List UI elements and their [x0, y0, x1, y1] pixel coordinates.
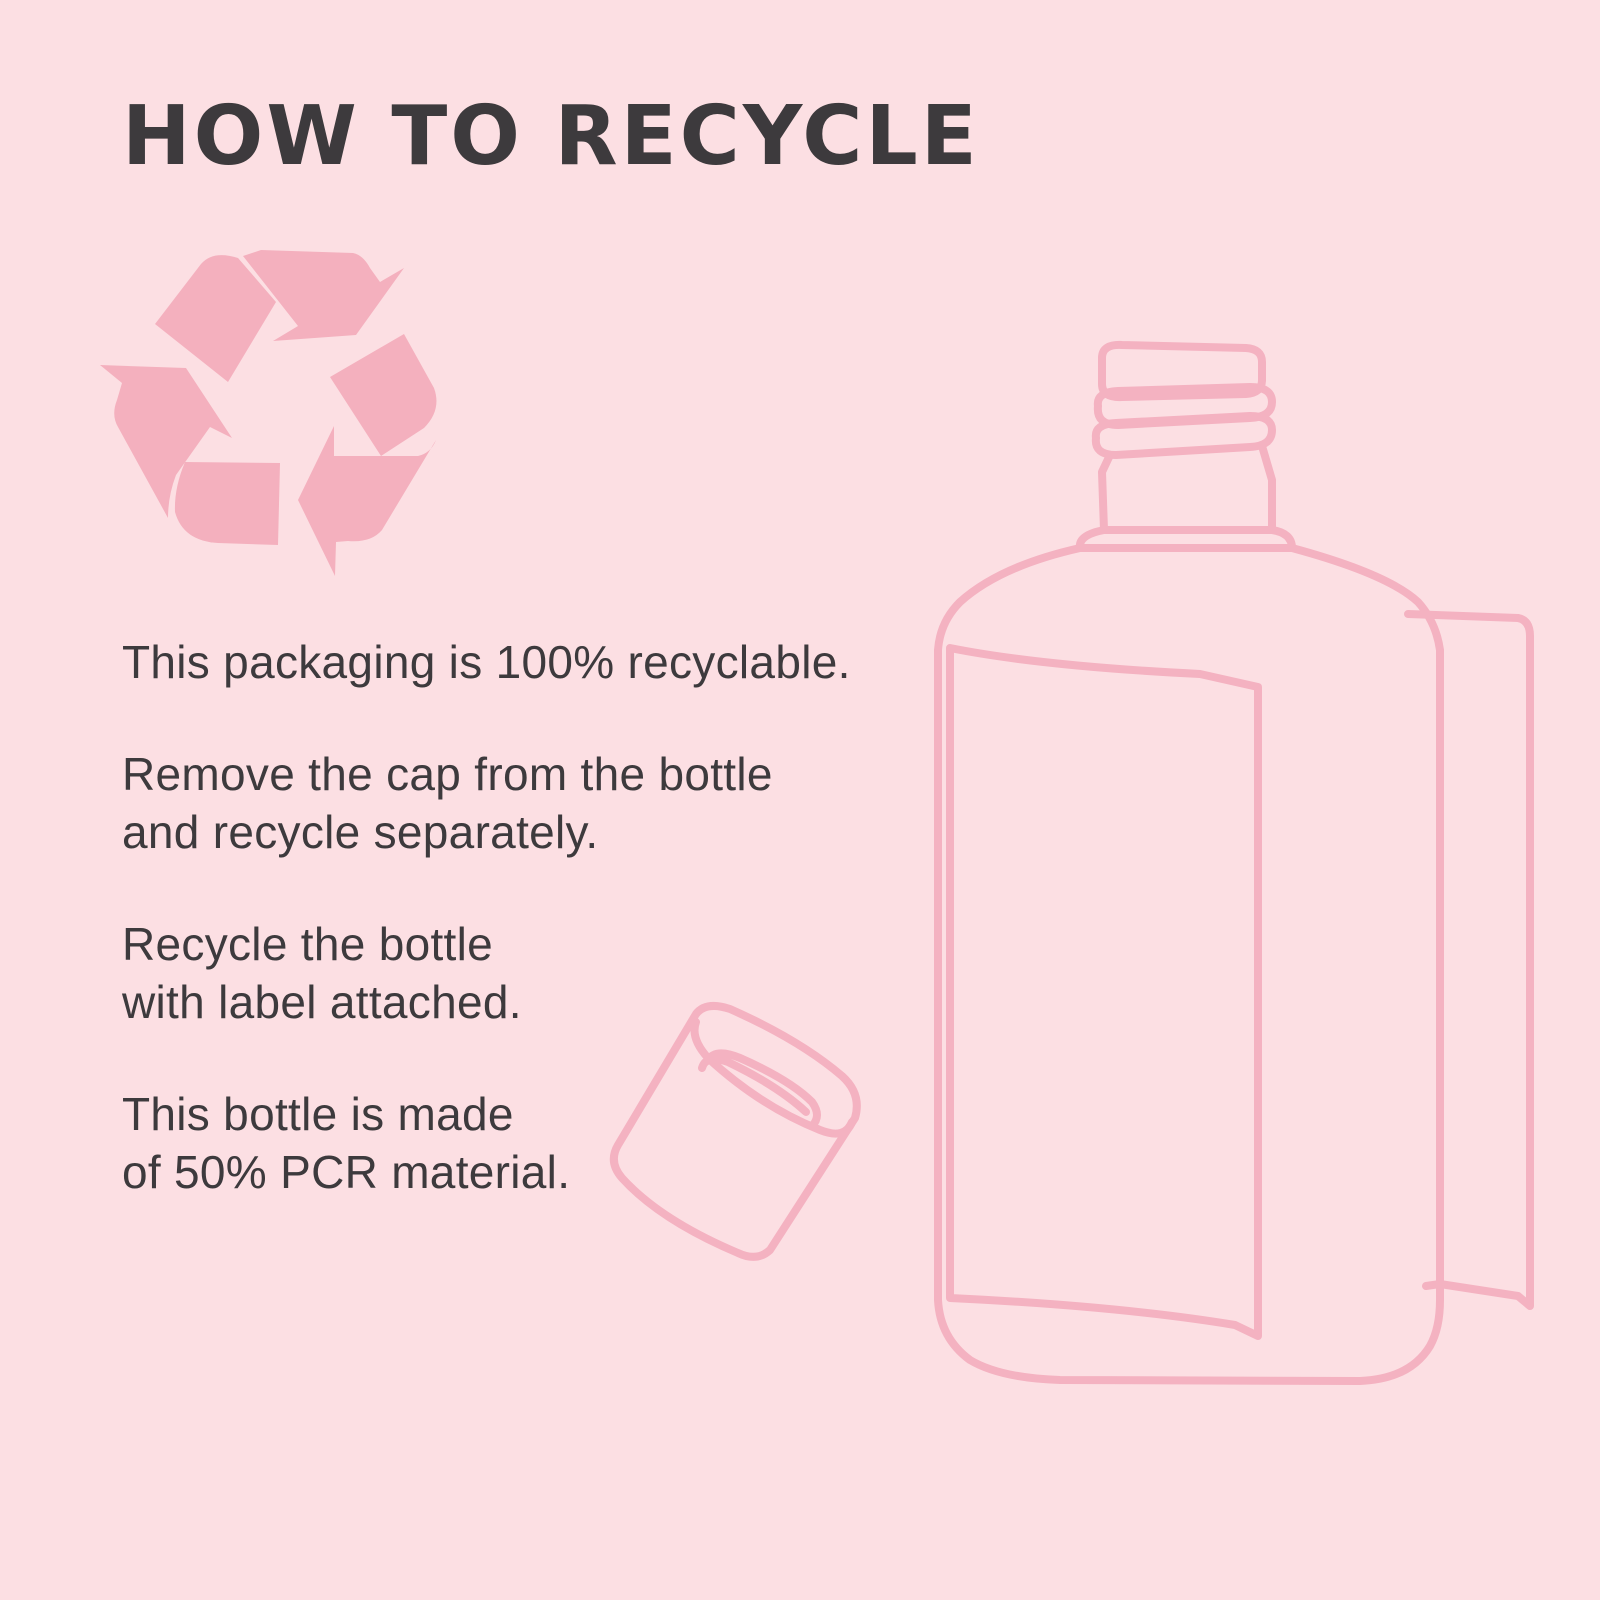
bottle-illustration: [934, 340, 1534, 1385]
bottle-cap-illustration: [609, 1001, 861, 1261]
info-recyclable: This packaging is 100% recyclable.: [122, 633, 942, 691]
info-line: with label attached.: [122, 976, 522, 1028]
info-line: Recycle the bottle: [122, 918, 494, 970]
info-pcr-material: This bottle is made of 50% PCR material.: [122, 1085, 942, 1201]
recycling-instructions: This packaging is 100% recyclable. Remov…: [122, 633, 942, 1201]
info-line: of 50% PCR material.: [122, 1146, 571, 1198]
info-line: Remove the cap from the bottle: [122, 748, 773, 800]
page-title: HOW TO RECYCLE: [122, 89, 980, 184]
info-remove-cap: Remove the cap from the bottle and recyc…: [122, 745, 942, 861]
info-line: and recycle separately.: [122, 806, 599, 858]
info-line: This bottle is made: [122, 1088, 514, 1140]
info-line: This packaging is 100% recyclable.: [122, 636, 851, 688]
info-label-attached: Recycle the bottle with label attached.: [122, 915, 942, 1031]
recycle-icon: [100, 250, 437, 576]
